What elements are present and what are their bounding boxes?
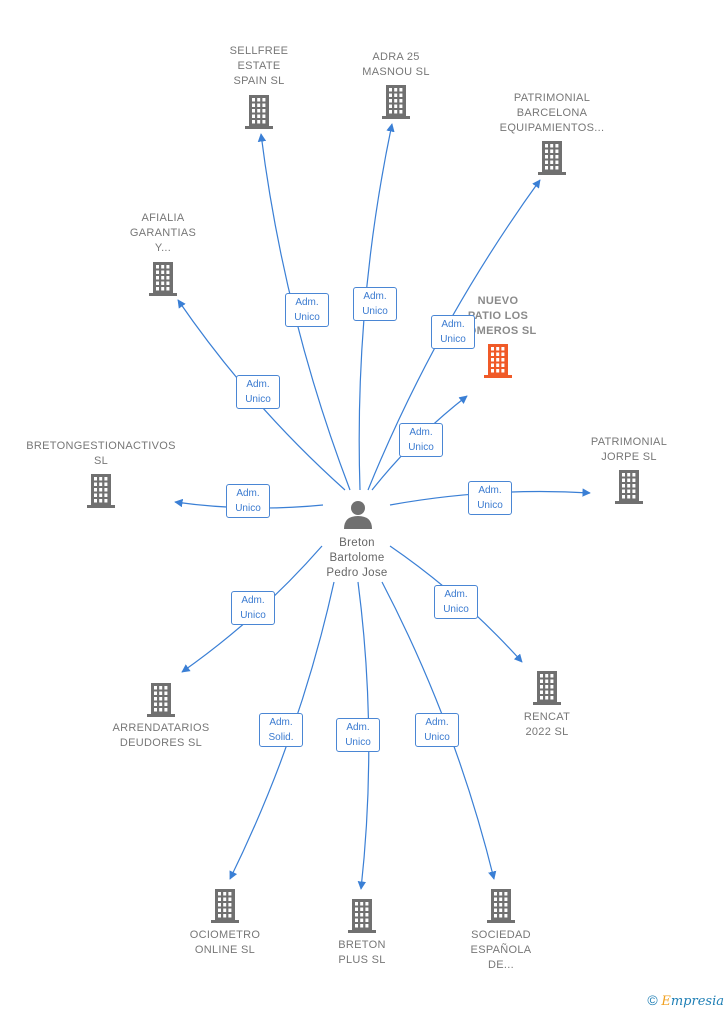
company-label-afialia[interactable]: AFIALIA GARANTIAS Y...: [130, 211, 196, 256]
company-name: PATRIMONIAL BARCELONA EQUIPAMIENTOS...: [499, 92, 605, 134]
edge-label-rencat[interactable]: Adm. Unico: [434, 585, 478, 619]
company-name: ADRA 25 MASNOU SL: [362, 51, 430, 78]
brand-name: mpresia: [670, 994, 724, 1009]
edge-label-bretongestion[interactable]: Adm. Unico: [226, 484, 270, 518]
brand-initial: E: [661, 994, 671, 1009]
building-icon: [87, 474, 115, 508]
edge-label-sociedad[interactable]: Adm. Unico: [415, 713, 459, 747]
company-name: BRETONGESTIONACTIVOS SL: [26, 440, 176, 467]
building-icon: [147, 683, 175, 717]
company-label-sellfree[interactable]: SELLFREE ESTATE SPAIN SL: [230, 44, 289, 89]
building-icon: [484, 344, 512, 378]
company-label-bretongestion[interactable]: BRETONGESTIONACTIVOS SL: [26, 439, 175, 469]
building-icon: [348, 899, 376, 933]
company-node-nuevo[interactable]: [483, 344, 513, 378]
company-label-rencat[interactable]: RENCAT 2022 SL: [524, 710, 570, 740]
building-icon: [533, 671, 561, 705]
edge-label-nuevo[interactable]: Adm. Unico: [399, 423, 443, 457]
company-name: ARRENDATARIOS DEUDORES SL: [112, 722, 210, 749]
company-node-rencat[interactable]: [532, 671, 562, 705]
edge-label-arrendatarios[interactable]: Adm. Unico: [231, 591, 275, 625]
company-node-sociedad[interactable]: [486, 889, 516, 923]
company-name: AFIALIA GARANTIAS Y...: [129, 212, 197, 254]
company-name: OCIOMETRO ONLINE SL: [189, 929, 261, 956]
company-label-patrimonial_bcn[interactable]: PATRIMONIAL BARCELONA EQUIPAMIENTOS...: [500, 91, 605, 136]
company-name: SELLFREE ESTATE SPAIN SL: [229, 45, 289, 87]
copyright-icon: ©: [647, 992, 658, 1008]
company-node-ociometro[interactable]: [210, 889, 240, 923]
edge-label-afialia[interactable]: Adm. Unico: [236, 375, 280, 409]
edge-label-patrimonial_bcn[interactable]: Adm. Unico: [431, 315, 475, 349]
center-person-label[interactable]: Breton Bartolome Pedro Jose: [326, 536, 387, 581]
company-node-bretonplus[interactable]: [347, 899, 377, 933]
footer-brand: © Empresia: [647, 992, 724, 1009]
building-icon: [487, 889, 515, 923]
company-label-bretonplus[interactable]: BRETON PLUS SL: [338, 938, 385, 968]
company-label-ociometro[interactable]: OCIOMETRO ONLINE SL: [190, 928, 261, 958]
company-node-arrendatarios[interactable]: [146, 683, 176, 717]
edge-label-ociometro[interactable]: Adm. Solid.: [259, 713, 303, 747]
building-icon: [382, 85, 410, 119]
building-icon: [211, 889, 239, 923]
company-name: RENCAT 2022 SL: [523, 711, 571, 738]
company-name: PATRIMONIAL JORPE SL: [590, 436, 668, 463]
company-node-sellfree[interactable]: [244, 95, 274, 129]
edge-label-adra[interactable]: Adm. Unico: [353, 287, 397, 321]
building-icon: [538, 141, 566, 175]
company-name: SOCIEDAD ESPAÑOLA DE...: [470, 929, 532, 971]
company-label-arrendatarios[interactable]: ARRENDATARIOS DEUDORES SL: [112, 721, 209, 751]
building-icon: [615, 470, 643, 504]
edge-label-jorpe[interactable]: Adm. Unico: [468, 481, 512, 515]
company-node-jorpe[interactable]: [614, 470, 644, 504]
edge-label-sellfree[interactable]: Adm. Unico: [285, 293, 329, 327]
company-label-adra[interactable]: ADRA 25 MASNOU SL: [362, 50, 430, 80]
company-name: BRETON PLUS SL: [338, 939, 386, 966]
building-icon: [245, 95, 273, 129]
person-icon: [344, 501, 372, 529]
company-node-adra[interactable]: [381, 85, 411, 119]
company-node-bretongestion[interactable]: [86, 474, 116, 508]
building-icon: [149, 262, 177, 296]
edge-label-bretonplus[interactable]: Adm. Unico: [336, 718, 380, 752]
company-node-patrimonial_bcn[interactable]: [537, 141, 567, 175]
company-node-afialia[interactable]: [148, 262, 178, 296]
company-label-jorpe[interactable]: PATRIMONIAL JORPE SL: [591, 435, 667, 465]
person-name: Breton Bartolome Pedro Jose: [326, 537, 388, 579]
company-label-sociedad[interactable]: SOCIEDAD ESPAÑOLA DE...: [471, 928, 532, 973]
